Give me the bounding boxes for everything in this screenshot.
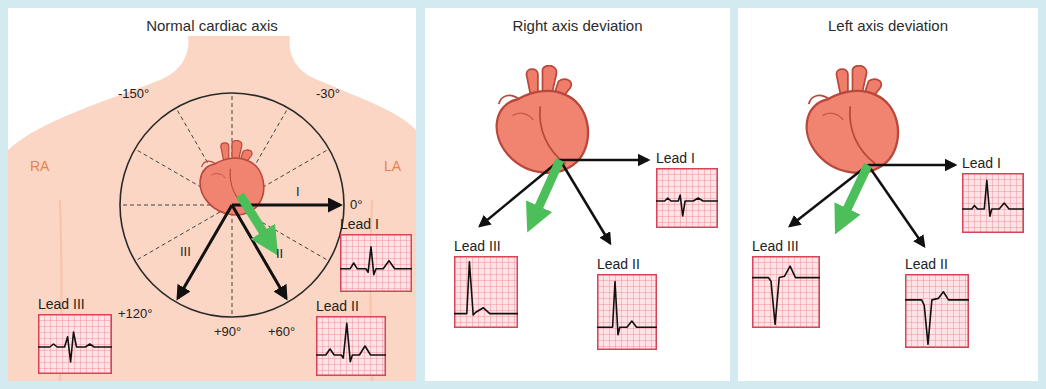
ecg-strip: Lead I [656,150,718,228]
lead-label: Lead III [454,238,518,254]
ecg-grid [905,274,969,348]
ecg-grid [752,256,820,328]
lead-label: Lead II [597,256,657,272]
ecg-grid [656,168,718,228]
ecg-grid [38,314,112,374]
lead-label: Lead I [656,150,718,166]
lead-label: Lead I [340,216,412,232]
axis-label: -150° [118,86,149,101]
ecg-grid [597,274,657,350]
axis-label: +120° [118,306,152,321]
panel: Normal cardiac axisLead I Lead III Lead II [8,8,416,381]
panel-title: Right axis deviation [425,17,730,34]
panel-title: Normal cardiac axis [8,17,416,34]
lead-label: Lead II [905,256,969,272]
panel: Right axis deviationLead I Lead III Lead I… [425,8,730,381]
ecg-strip: Lead III [454,238,518,328]
ecg-grid [316,316,386,376]
ecg-grid [340,234,412,292]
ecg-grid [962,173,1024,233]
ecg-strip: Lead III [38,296,112,374]
ecg-strip: Lead II [905,256,969,348]
lead-label: Lead III [752,238,820,254]
ecg-strip: Lead I [962,155,1024,233]
axis-label: 0° [350,197,362,212]
lead-label: Lead I [962,155,1024,171]
ecg-strip: Lead II [597,256,657,350]
ecg-strip: Lead III [752,238,820,328]
ecg-strip: Lead II [316,298,386,376]
panel: Left axis deviationLead I Lead III Lead II [738,8,1038,381]
panel-title: Left axis deviation [738,17,1038,34]
axis-label: II [276,246,283,261]
ecg-grid [454,256,518,328]
axis-label: +60° [268,324,295,339]
axis-label: III [180,244,191,259]
axis-label: LA [384,158,401,174]
axis-label: -30° [316,86,340,101]
ecg-strip: Lead I [340,216,412,292]
lead-label: Lead III [38,296,112,312]
axis-label: +90° [214,324,241,339]
axis-label: I [296,184,300,199]
lead-label: Lead II [316,298,386,314]
axis-label: RA [30,158,49,174]
